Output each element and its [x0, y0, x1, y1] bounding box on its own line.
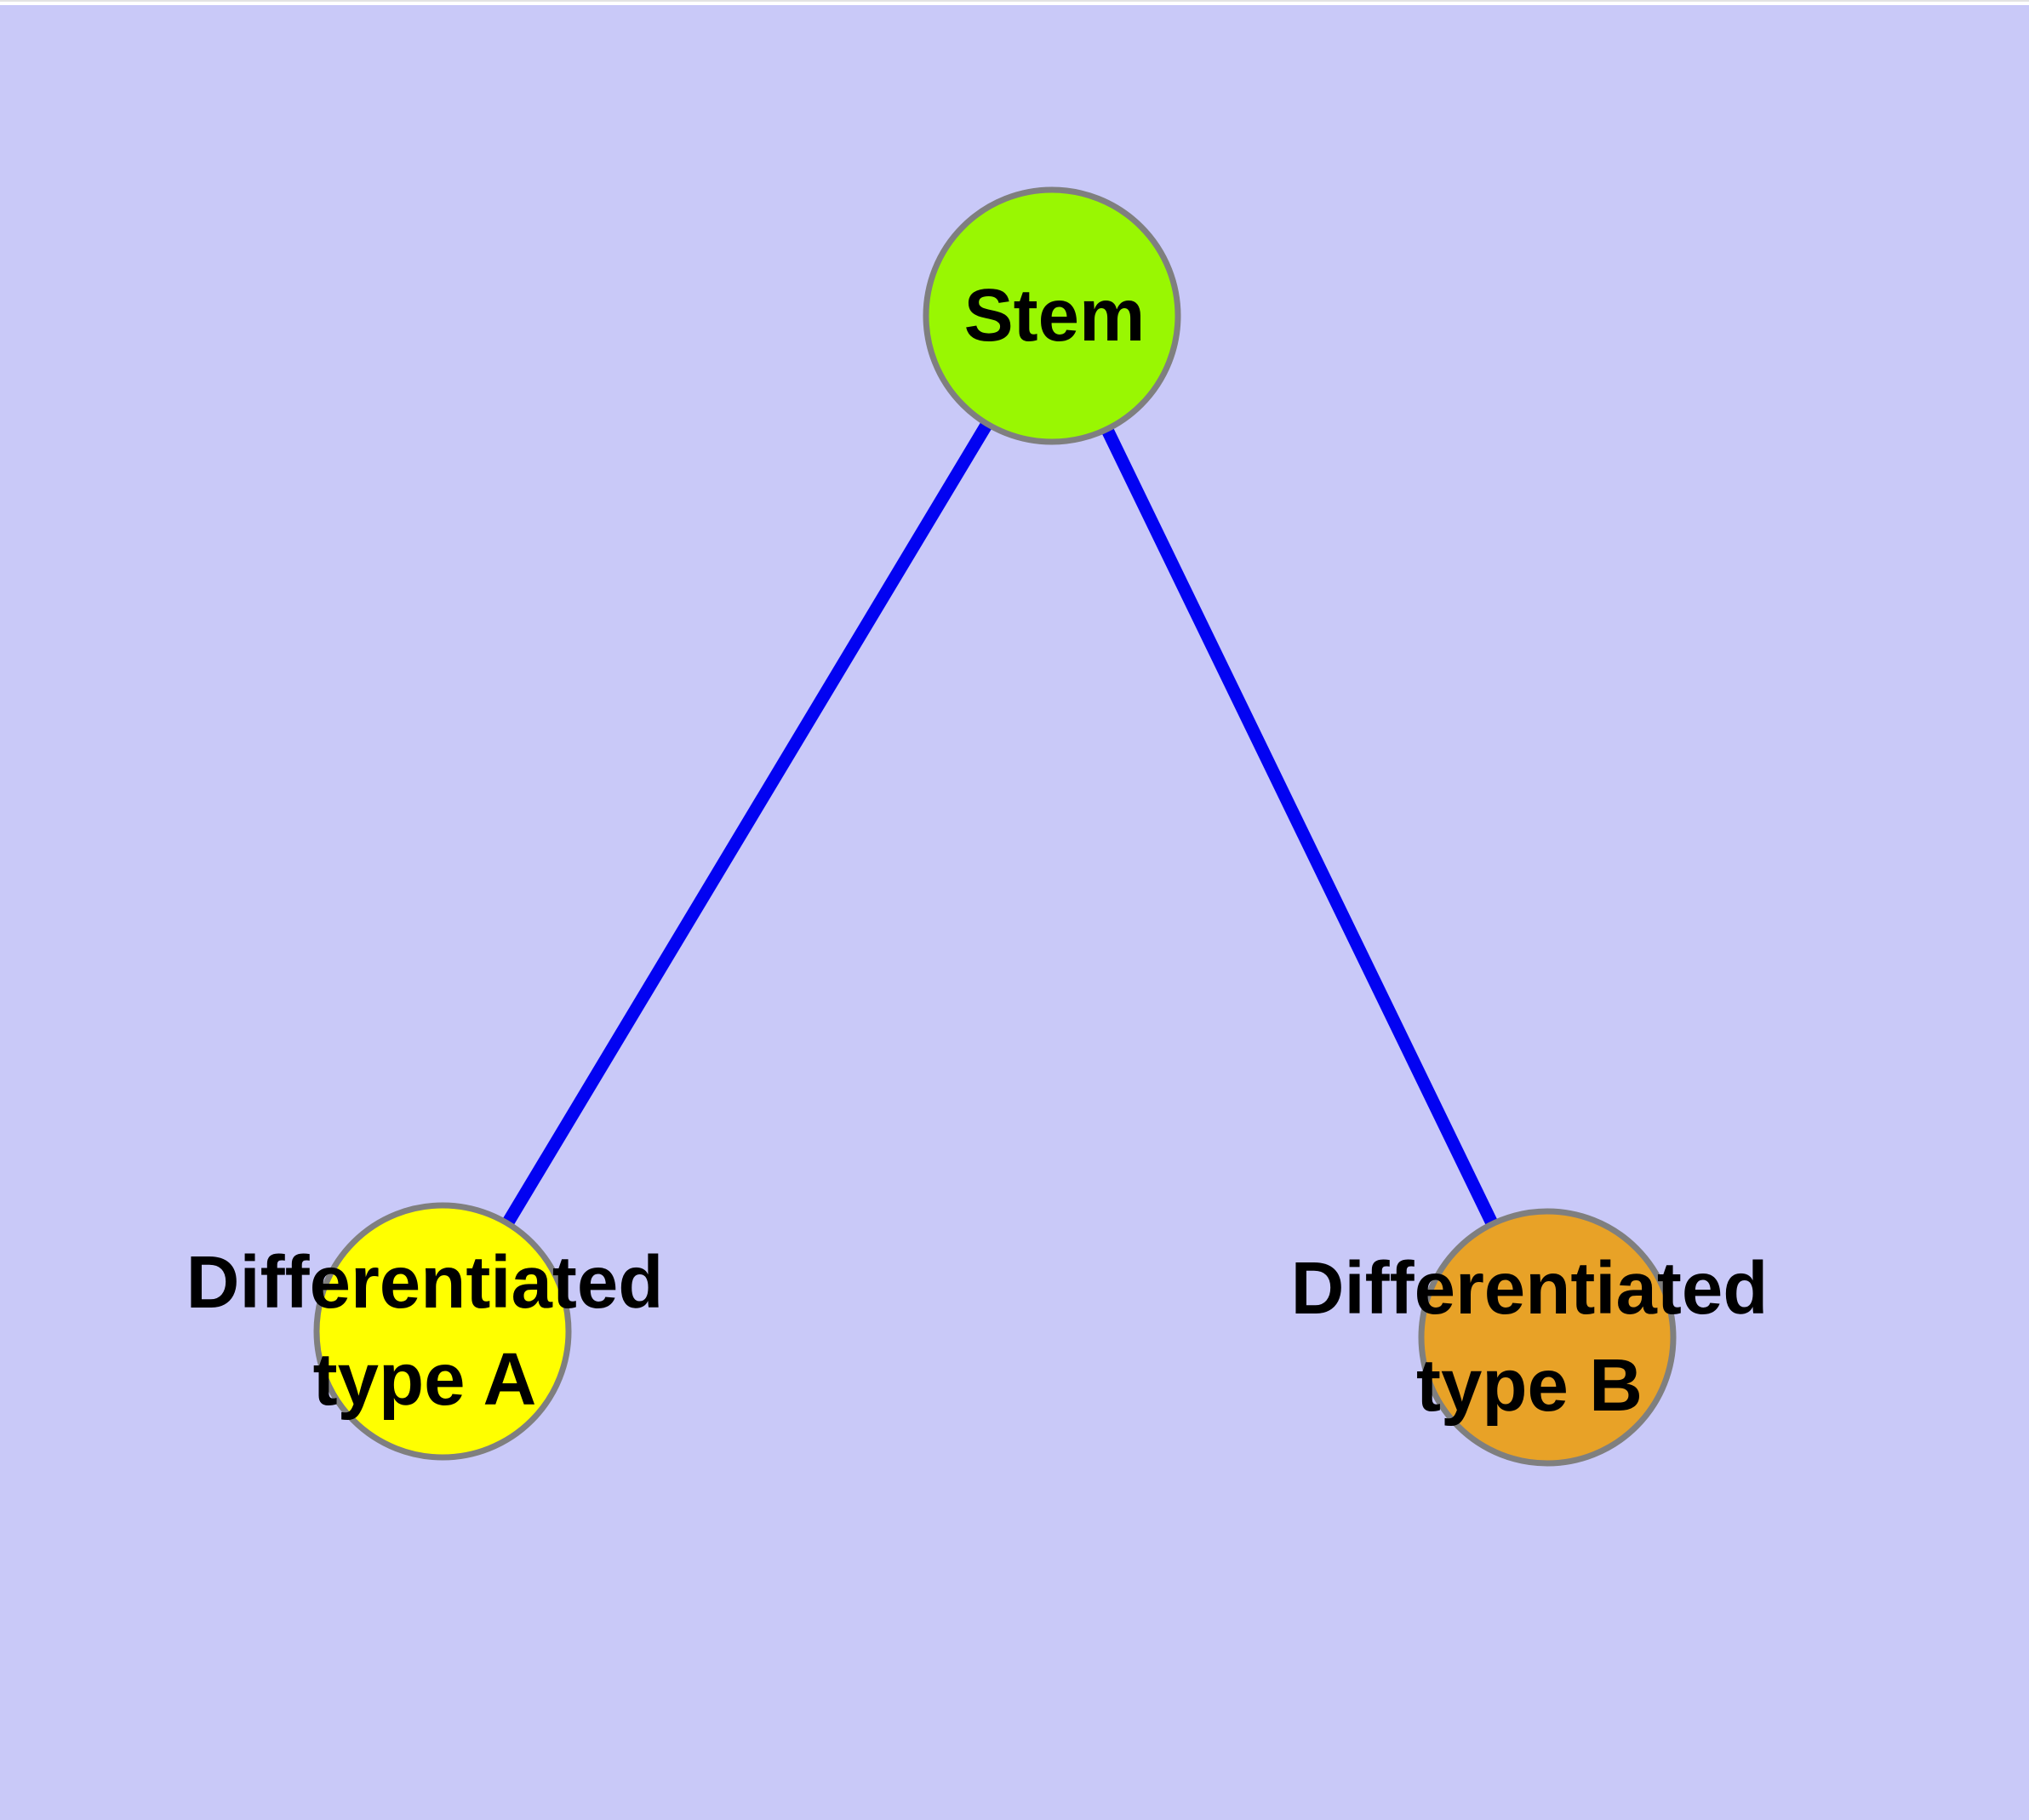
node-stem[interactable]	[923, 186, 1181, 445]
edge-stem-to-type-b	[1046, 312, 1553, 1341]
node-differentiated-type-a[interactable]	[313, 1202, 572, 1461]
edge-stem-to-type-a	[437, 312, 1058, 1335]
node-differentiated-type-b[interactable]	[1418, 1208, 1677, 1467]
